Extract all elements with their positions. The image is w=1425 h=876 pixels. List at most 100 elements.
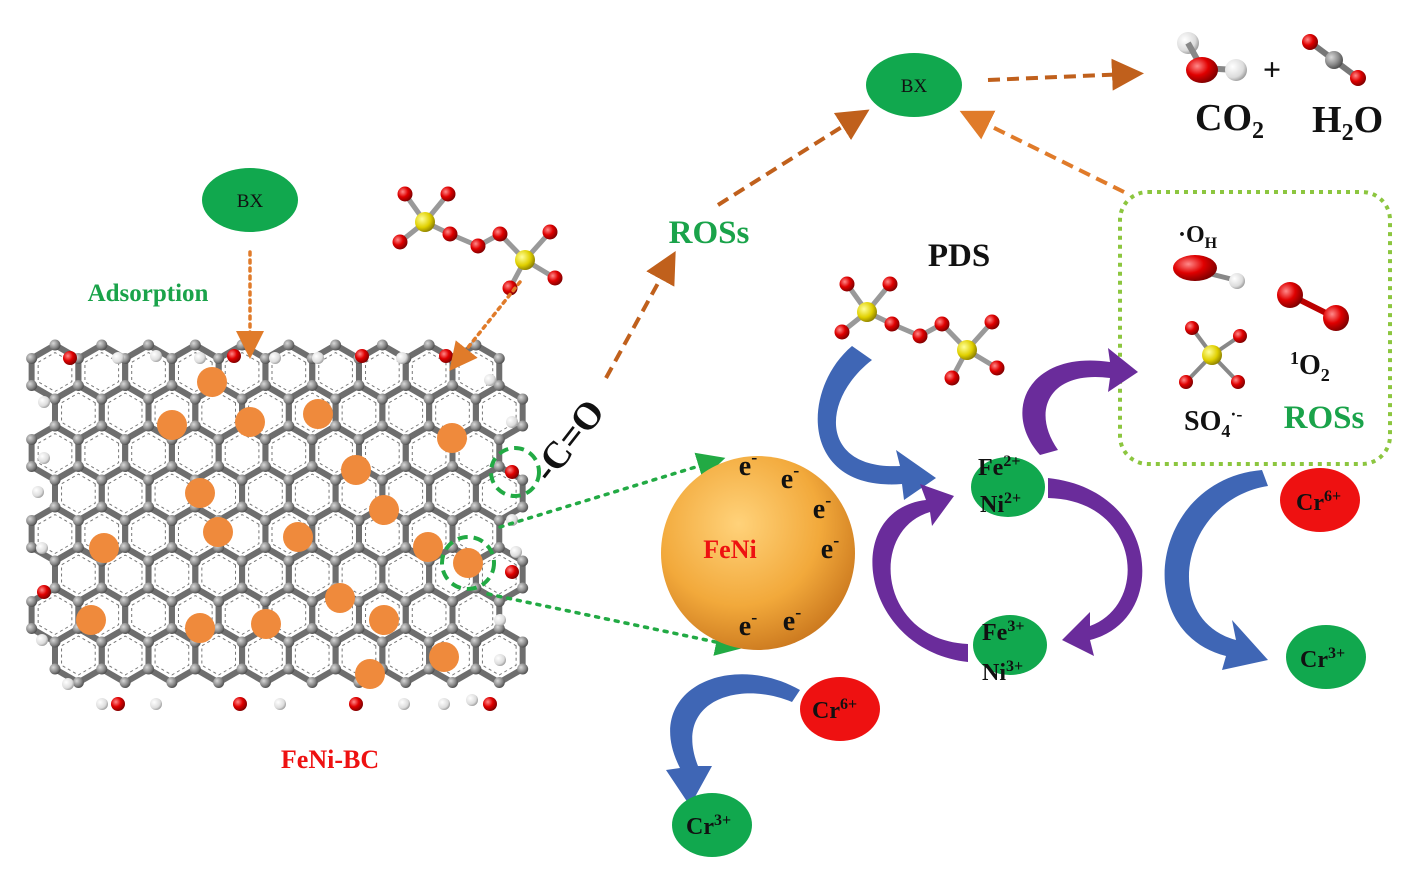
- feni-particle: [303, 399, 333, 429]
- graphene-inner-ring: [107, 473, 143, 514]
- carbon-atom: [189, 663, 201, 675]
- carbon-atom: [96, 663, 108, 675]
- carbon-atom: [119, 677, 131, 688]
- graphene-inner-ring: [271, 351, 307, 393]
- pds-label: PDS: [928, 238, 990, 274]
- oxygen-atom: [934, 316, 950, 332]
- feni-particle: [325, 583, 355, 613]
- oxygen-atom: [442, 226, 458, 242]
- carbon-atom: [236, 582, 248, 594]
- carbon-atom: [470, 663, 482, 675]
- graphene-inner-ring: [435, 473, 470, 514]
- carbon-atom: [236, 393, 248, 405]
- feni-particle: [157, 410, 187, 440]
- carbon-atom: [306, 677, 318, 688]
- cr3-node-right: [1286, 625, 1366, 689]
- oxygen-atom: [989, 360, 1005, 376]
- graphene-inner-ring: [435, 554, 470, 595]
- cr6-node-bottom: [800, 677, 880, 741]
- carbon-atom: [330, 393, 342, 405]
- carbon-atom: [493, 623, 505, 634]
- carbon-atom: [96, 636, 108, 648]
- graphene-inner-ring: [388, 635, 424, 676]
- graphene-inner-ring: [481, 635, 517, 676]
- carbon-atom: [143, 555, 155, 567]
- purple-arrow-fe3-to-fe2: [872, 484, 968, 662]
- carbon-atom: [400, 623, 412, 634]
- cr6-label-right: Cr6+: [1296, 488, 1341, 516]
- graphene-inner-ring: [61, 392, 96, 433]
- oxygen-atom: [505, 565, 519, 579]
- graphene-inner-ring: [37, 432, 73, 474]
- graphene-inner-ring: [131, 432, 166, 474]
- graphene-inner-ring: [248, 554, 283, 595]
- plus-sign: +: [1263, 51, 1281, 87]
- carbon-atom: [259, 380, 271, 391]
- carbon-atom: [26, 623, 38, 634]
- carbon-atom: [96, 339, 108, 351]
- hydrogen-atom: [466, 694, 478, 706]
- hydrogen-atom: [32, 486, 44, 498]
- carbon-atom: [166, 461, 178, 472]
- carbon-atom: [49, 582, 61, 594]
- graphene-inner-ring: [248, 392, 283, 433]
- carbon-atom: [400, 434, 412, 445]
- graphene-inner-ring: [435, 635, 470, 676]
- feni-particle: [89, 533, 119, 563]
- oxygen-atom: [440, 186, 456, 202]
- hydrogen-atom: [36, 634, 48, 646]
- graphene-inner-ring: [294, 635, 330, 676]
- carbon-atom: [306, 596, 318, 607]
- graphene-inner-ring: [177, 432, 213, 474]
- carbon-atom: [72, 596, 84, 607]
- graphene-inner-ring: [107, 554, 143, 595]
- carbon-atom: [189, 339, 201, 351]
- carbon-atom: [470, 501, 482, 513]
- carbon-atom: [447, 677, 459, 688]
- carbon-atom: [423, 582, 435, 594]
- graphene-inner-ring: [84, 351, 120, 393]
- carbon-atom: [166, 353, 178, 364]
- h2o-molecule: [1177, 32, 1247, 83]
- hydrogen-atom: [484, 374, 496, 386]
- carbon-atom: [259, 596, 271, 607]
- carbon-atom: [166, 515, 178, 526]
- carbon-atom: [447, 380, 459, 391]
- carbon-atom: [517, 393, 529, 405]
- oh-radical-label: ·OH: [1178, 222, 1218, 252]
- graphene-inner-ring: [61, 473, 96, 514]
- carbon-atom: [447, 623, 459, 634]
- bx-to-products-arrow: [987, 58, 1144, 91]
- graphene-inner-ring: [154, 635, 190, 676]
- graphene-inner-ring: [84, 513, 120, 555]
- graphene-inner-ring: [61, 554, 96, 595]
- carbon-atom: [49, 555, 61, 567]
- carbon-atom: [283, 339, 295, 351]
- carbon-atom: [306, 515, 318, 526]
- carbon-atom: [423, 474, 435, 486]
- oxygen-atom: [227, 349, 241, 363]
- feni-nanoparticle-dots: [76, 367, 483, 689]
- carbonyl-highlight-circle: [489, 446, 541, 498]
- carbon-atom: [72, 461, 84, 472]
- oxygen-atom: [542, 224, 558, 240]
- carbon-atom: [96, 582, 108, 594]
- hydrogen-atom: [274, 698, 286, 710]
- graphene-inner-ring: [201, 473, 237, 514]
- graphene-inner-ring: [388, 392, 424, 433]
- electron-label: e-: [821, 530, 839, 565]
- carbon-atom: [26, 542, 38, 553]
- cr3-label-right: Cr3+: [1300, 645, 1345, 673]
- carbon-atom: [306, 461, 318, 472]
- graphene-inner-ring: [201, 392, 237, 433]
- adsorption-label: Adsorption: [88, 280, 209, 307]
- singlet-oxygen-label: 1O2: [1290, 348, 1330, 385]
- carbon-atom: [143, 474, 155, 486]
- feni-label: FeNi: [703, 535, 756, 564]
- hydrogen-atom: [396, 352, 408, 364]
- sulfur-atom: [957, 340, 977, 360]
- feni-particle: [251, 609, 281, 639]
- carbon-atom: [259, 461, 271, 472]
- graphene-inner-ring: [341, 392, 377, 433]
- graphene-inner-ring: [131, 594, 166, 636]
